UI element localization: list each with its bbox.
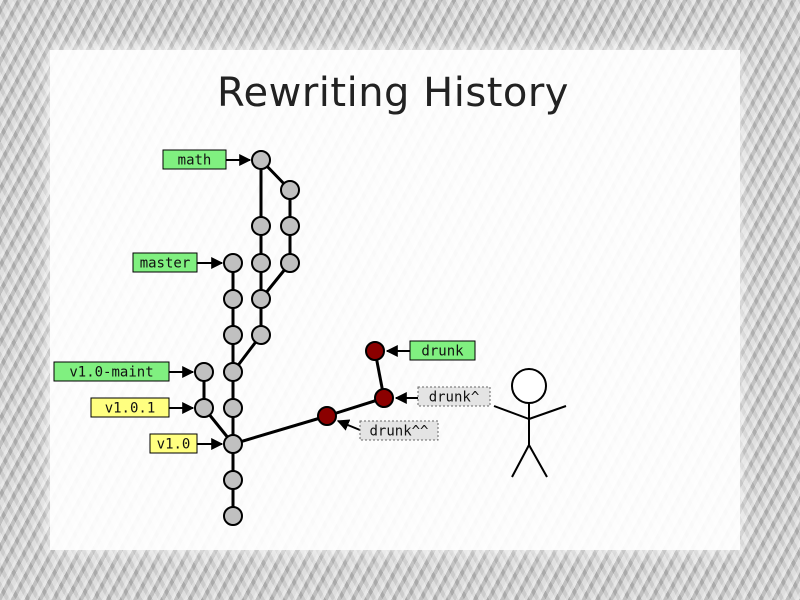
arrow-drunk-caret2 — [336, 419, 361, 431]
rewritten-commit-node — [317, 406, 337, 426]
branch-label-master: master — [140, 256, 191, 272]
stick-figure-left-arm — [493, 405, 530, 420]
commit-node — [251, 289, 271, 309]
edge-drunk-1 — [232, 414, 328, 446]
tag-label-v1-0-1: v1.0.1 — [105, 401, 156, 417]
tag-label-box — [149, 433, 198, 454]
commit-node — [223, 289, 243, 309]
ref-label-box — [417, 386, 491, 407]
commit-node — [280, 253, 300, 273]
commit-node — [223, 325, 243, 345]
slide-panel — [50, 50, 740, 550]
commit-node — [194, 398, 214, 418]
ref-label-drunk-caret2: drunk^^ — [369, 424, 428, 440]
slide-title: Rewriting History — [217, 70, 569, 116]
commit-node — [223, 398, 243, 418]
commit-node — [223, 362, 243, 382]
commit-node — [223, 506, 243, 526]
rewritten-commit-node — [365, 341, 385, 361]
stick-figure-left-leg — [511, 444, 530, 478]
ref-label-box — [359, 420, 439, 441]
ref-label-drunk-caret: drunk^ — [429, 390, 480, 406]
branch-label-math: math — [178, 153, 212, 169]
tag-label-v1-0: v1.0 — [157, 437, 191, 453]
rewritten-commit-node — [374, 388, 394, 408]
rewritten-commits — [317, 341, 394, 426]
branch-label-drunk: drunk — [421, 344, 464, 360]
tag-label-box — [90, 397, 170, 418]
commit-node — [223, 253, 243, 273]
branch-label-box — [53, 361, 170, 382]
branch-label-box — [132, 252, 198, 273]
commit-node — [280, 180, 300, 200]
commit-node — [251, 150, 271, 170]
ref-labels: math master v1.0-maint v1.0.1 v1.0 drunk… — [53, 149, 491, 454]
commit-node — [251, 325, 271, 345]
commit-node — [280, 216, 300, 236]
stick-figure-right-leg — [528, 444, 548, 478]
branch-label-v1-0-maint: v1.0-maint — [69, 365, 153, 381]
stick-figure-head — [511, 368, 547, 404]
stick-figure — [493, 368, 567, 478]
commits — [194, 150, 300, 526]
stick-figure-right-arm — [528, 405, 567, 420]
ref-arrows — [169, 154, 418, 450]
commit-node — [251, 253, 271, 273]
commit-node — [194, 362, 214, 382]
branch-label-box — [409, 340, 476, 361]
commit-node — [251, 216, 271, 236]
commit-node — [223, 470, 243, 490]
branch-label-box — [162, 149, 227, 170]
commit-node — [223, 434, 243, 454]
